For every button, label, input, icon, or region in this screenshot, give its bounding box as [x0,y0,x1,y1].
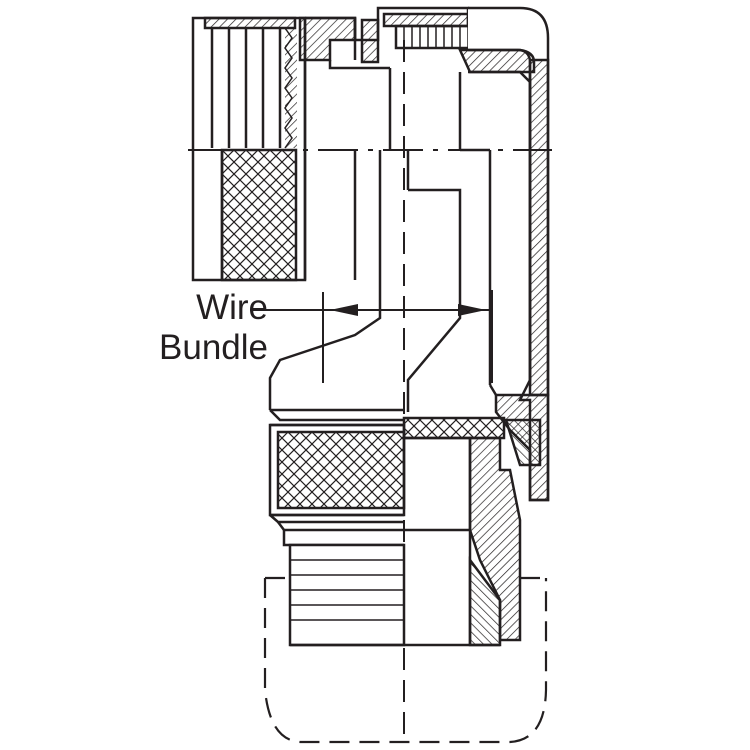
callout-wire: Wire [196,288,268,327]
mating-plug-outline [263,578,548,744]
lower-body [268,408,522,647]
right-cover-shell [458,6,550,502]
wire-bundle-dimension [250,290,493,383]
inner-bore [268,68,498,412]
upper-body [298,6,470,70]
wire-bundle-callout: Wire Bundle [150,288,268,368]
callout-bundle: Bundle [159,328,268,367]
